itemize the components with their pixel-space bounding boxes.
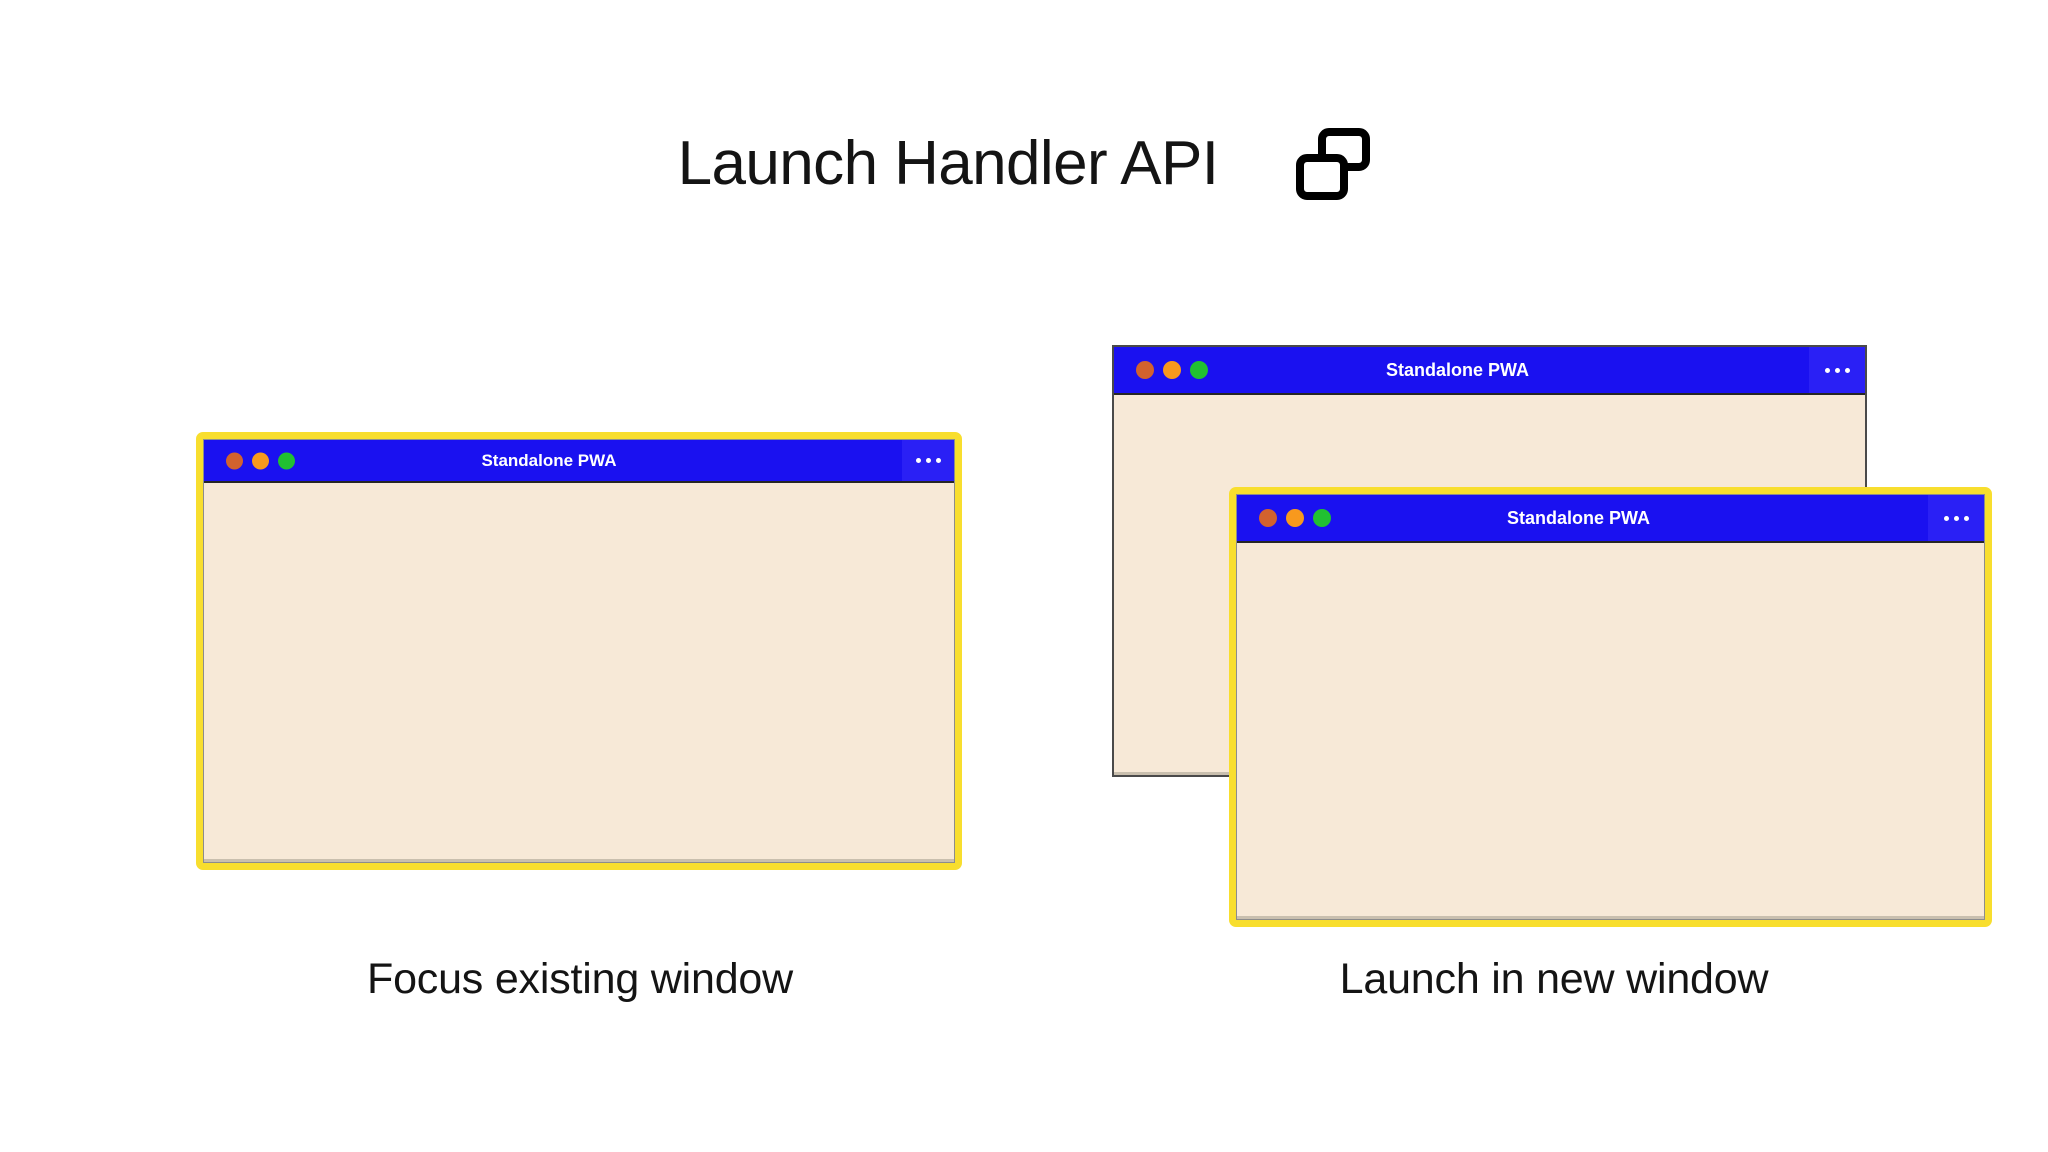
window-content-area [1237,543,1984,919]
traffic-light-buttons[interactable] [226,452,295,469]
window-title-text: Standalone PWA [481,450,617,470]
traffic-light-buttons[interactable] [1259,509,1331,527]
traffic-light-buttons[interactable] [1136,361,1208,379]
window-frame: Standalone PWA [203,439,955,863]
menu-dot [1953,515,1959,521]
close-button-icon[interactable] [1136,361,1154,379]
minimize-button-icon[interactable] [1163,361,1181,379]
maximize-button-icon[interactable] [1313,509,1331,527]
window-titlebar[interactable]: Standalone PWA [1114,347,1865,395]
menu-dot [925,458,931,463]
close-button-icon[interactable] [1259,509,1277,527]
maximize-button-icon[interactable] [278,452,295,469]
window-titlebar[interactable]: Standalone PWA [1237,495,1984,543]
overflow-menu-icon[interactable] [902,440,954,481]
minimize-button-icon[interactable] [1286,509,1304,527]
window-frame: Standalone PWA [1236,494,1985,920]
caption-focus-existing-window: Focus existing window [367,955,793,1003]
overflow-menu-icon[interactable] [1928,495,1984,541]
menu-dot [1963,515,1969,521]
multi-window-icon [1296,128,1371,200]
menu-dot [1834,367,1840,373]
menu-dot [1844,367,1850,373]
pwa-window-new[interactable]: Standalone PWA [1229,487,1992,927]
close-button-icon[interactable] [226,452,243,469]
overflow-menu-icon[interactable] [1809,347,1865,393]
page-title: Launch Handler API [677,129,1219,198]
menu-dot [915,458,921,463]
window-titlebar[interactable]: Standalone PWA [204,440,954,483]
menu-dot [1824,367,1830,373]
caption-launch-in-new-window: Launch in new window [1339,955,1769,1003]
window-title-text: Standalone PWA [1506,507,1650,528]
slide-header: Launch Handler API [0,128,2048,200]
maximize-button-icon[interactable] [1190,361,1208,379]
pwa-window-focus-existing[interactable]: Standalone PWA [196,432,962,870]
menu-dot [935,458,941,463]
window-content-area [204,483,954,862]
minimize-button-icon[interactable] [252,452,269,469]
window-title-text: Standalone PWA [1385,359,1529,380]
menu-dot [1943,515,1949,521]
